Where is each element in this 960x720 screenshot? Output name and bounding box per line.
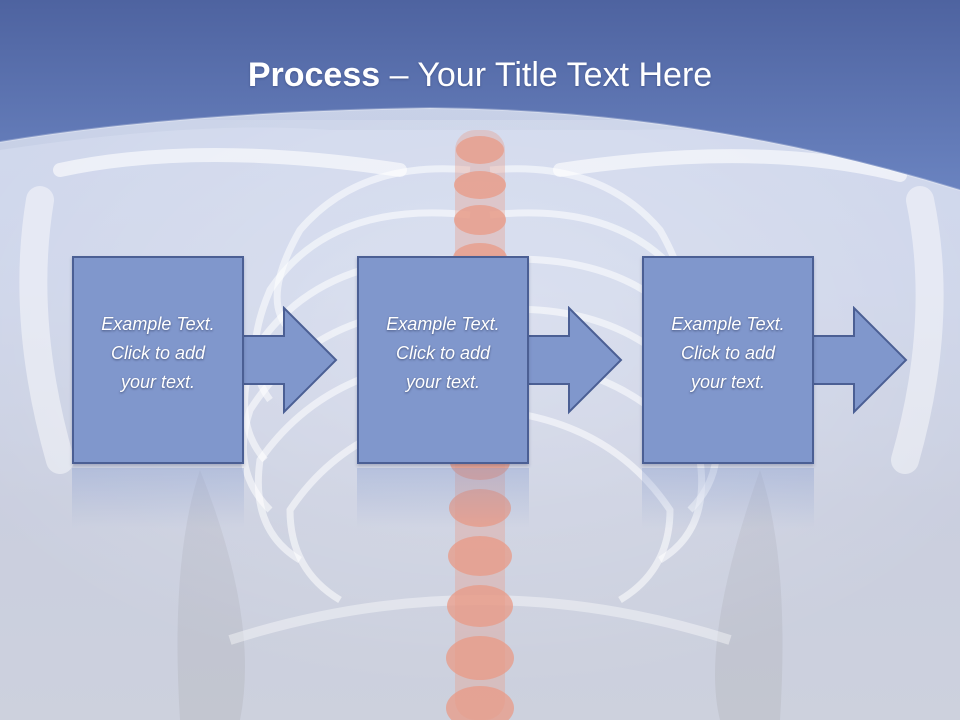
process-step-1[interactable]: Example Text. Click to add your text. (72, 256, 340, 528)
slide-title-bold: Process (247, 56, 381, 94)
right-arrow-icon (812, 306, 908, 415)
step-reflection (642, 468, 814, 528)
step-reflection (357, 468, 529, 528)
step-box[interactable] (357, 256, 529, 464)
step-text[interactable]: Example Text. Click to add your text. (671, 314, 785, 392)
right-arrow-icon (527, 306, 623, 415)
step-text[interactable]: Example Text. Click to add your text. (386, 314, 500, 392)
step-box[interactable] (642, 256, 814, 464)
slide-title-rest: – Your Title Text Here (380, 56, 713, 94)
step-box[interactable] (72, 256, 244, 464)
step-text[interactable]: Example Text. Click to add your text. (101, 314, 215, 392)
process-step-2[interactable]: Example Text. Click to add your text. (357, 256, 625, 528)
right-arrow-icon (242, 306, 338, 415)
step-reflection (72, 468, 244, 528)
process-step-3[interactable]: Example Text. Click to add your text. (642, 256, 910, 528)
slide-title[interactable]: Process – Your Title Text Here (0, 52, 960, 98)
